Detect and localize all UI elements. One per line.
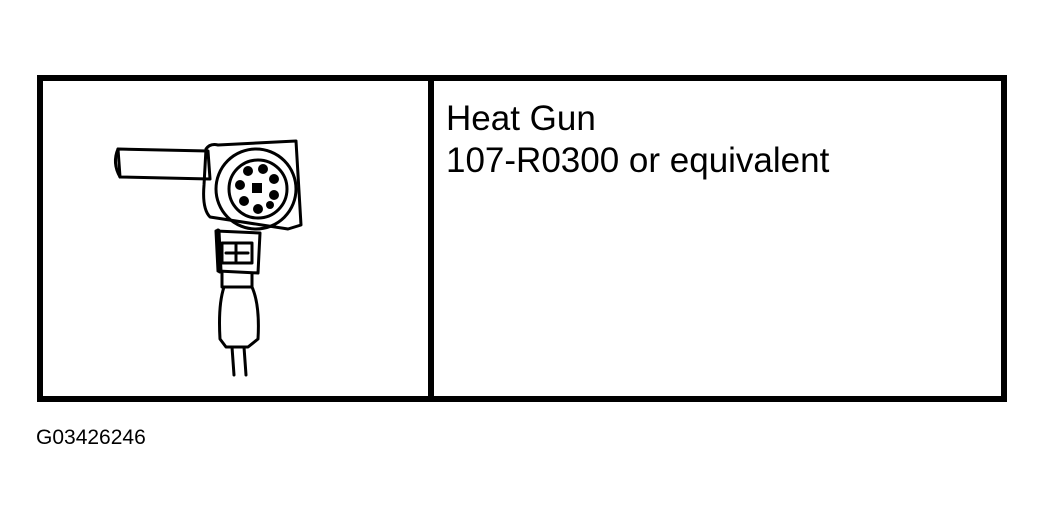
tool-part-number: 107-R0300 or equivalent [446,141,830,180]
tool-name: Heat Gun [446,99,596,138]
special-tool-table: Heat Gun 107-R0300 or equivalent [37,75,1007,402]
tool-illustration-cell [43,81,434,396]
heat-gun-icon [113,139,303,377]
figure-id: G03426246 [36,426,146,449]
tool-description-cell: Heat Gun 107-R0300 or equivalent [434,81,1001,396]
